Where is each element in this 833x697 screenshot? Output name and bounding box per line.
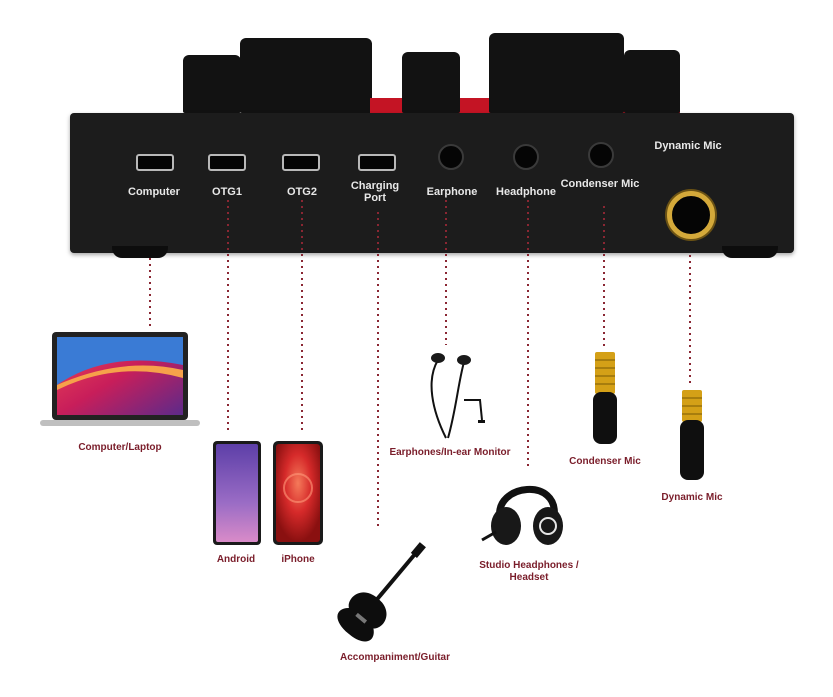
usb-port-otg2[interactable] xyxy=(282,154,320,171)
left-foot xyxy=(112,246,168,258)
caption-iphone: iPhone xyxy=(281,554,315,565)
condenser-mic-icon xyxy=(593,352,617,444)
port-label-charging: Charging Port xyxy=(350,180,400,204)
caption-earphones: Earphones/In-ear Monitor xyxy=(389,447,511,458)
usb-port-charging[interactable] xyxy=(358,154,396,171)
android-phone-icon xyxy=(213,441,261,545)
port-label-earphone: Earphone xyxy=(426,186,478,198)
port-label-dynamic-mic: Dynamic Mic xyxy=(654,140,722,152)
caption-laptop: Computer/Laptop xyxy=(78,442,162,453)
jack-earphone[interactable] xyxy=(438,144,464,170)
usb-port-computer[interactable] xyxy=(136,154,174,171)
usb-port-otg1[interactable] xyxy=(208,154,246,171)
caption-headphones: Studio Headphones / Headset xyxy=(479,560,579,583)
dynamic-mic-icon xyxy=(680,390,704,480)
caption-android: Android xyxy=(216,554,256,565)
jack-condenser-mic[interactable] xyxy=(588,142,614,168)
port-label-headphone: Headphone xyxy=(496,186,556,198)
caption-dynamic-mic: Dynamic Mic xyxy=(661,492,723,503)
jack-dynamic-mic[interactable] xyxy=(667,191,715,239)
laptop-icon xyxy=(40,332,200,426)
knob-1[interactable] xyxy=(183,55,241,113)
knob-4[interactable] xyxy=(489,33,624,113)
iphone-icon xyxy=(273,441,323,545)
right-foot xyxy=(722,246,778,258)
knob-2[interactable] xyxy=(240,38,372,113)
jack-headphone[interactable] xyxy=(513,144,539,170)
caption-condenser-mic: Condenser Mic xyxy=(569,456,641,467)
knob-5[interactable] xyxy=(624,50,680,113)
port-label-condenser-mic: Condenser Mic xyxy=(560,178,640,190)
guitar-icon xyxy=(337,542,426,642)
knob-3[interactable] xyxy=(402,52,460,113)
caption-guitar: Accompaniment/Guitar xyxy=(339,652,451,663)
headphones-icon xyxy=(481,486,563,545)
earphones-icon xyxy=(430,353,485,439)
port-label-computer: Computer xyxy=(128,186,180,198)
port-label-otg1: OTG1 xyxy=(212,186,242,198)
port-label-otg2: OTG2 xyxy=(287,186,317,198)
